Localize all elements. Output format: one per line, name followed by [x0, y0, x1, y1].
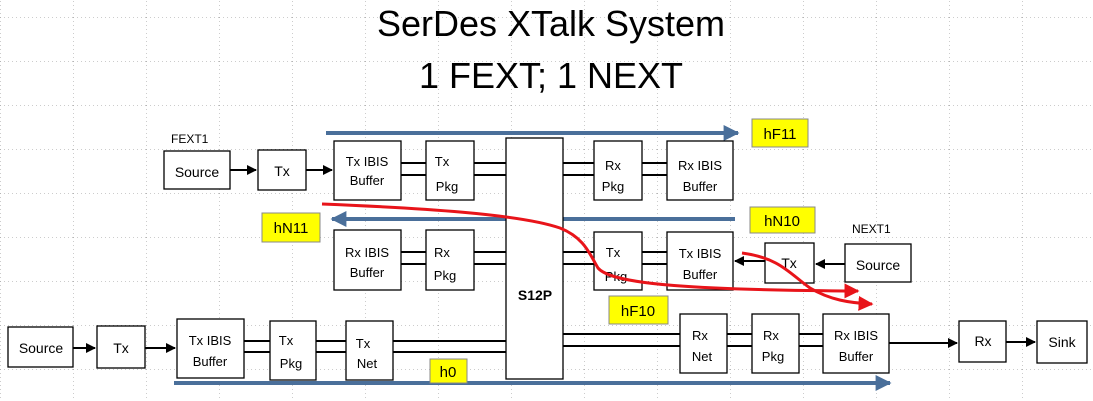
main-rx-ibis-block: Rx IBIS Buffer — [822, 313, 890, 374]
next-tx-pkg-line1: Tx — [606, 245, 621, 260]
next-tx-ibis-block: Tx IBIS Buffer — [666, 231, 734, 291]
main-tx-pkg-line2: Pkg — [280, 356, 302, 371]
main-sink-block: Sink — [1036, 320, 1088, 364]
fext-tx-ibis-line2: Buffer — [350, 173, 385, 188]
tag-hn11: hN11 — [261, 212, 321, 243]
tag-h0-label: h0 — [440, 364, 457, 381]
main-rx-pkg-line1: Rx — [763, 328, 779, 343]
fext-wires — [401, 162, 667, 176]
fext-xtalk-curve — [321, 202, 860, 299]
title-line-1: SerDes XTalk System — [377, 3, 725, 44]
next-tx-ibis-line2: Buffer — [683, 267, 718, 282]
fext-tx-ibis-block: Tx IBIS Buffer — [333, 140, 402, 201]
fext-tx-block: Tx — [257, 149, 307, 191]
next-source-label: Source — [856, 257, 901, 273]
next1-label: NEXT1 — [852, 222, 891, 236]
fext-source-label: Source — [175, 164, 220, 180]
fext1-label: FEXT1 — [171, 132, 209, 146]
main-rx-ibis-line1: Rx IBIS — [834, 328, 878, 343]
main-rx-pkg-block: Rx Pkg — [751, 313, 800, 374]
tag-hf10: hF10 — [608, 295, 669, 325]
mid-rx-pkg-line2: Pkg — [434, 268, 456, 283]
tag-hn11-label: hN11 — [274, 220, 309, 237]
main-tx-net-line1: Tx — [356, 336, 371, 351]
main-rx-ibis-line2: Buffer — [839, 349, 874, 364]
s12p-label: S12P — [518, 287, 552, 303]
main-tx-block: Tx — [96, 325, 146, 369]
main-tx-pkg-block: Tx Pkg — [269, 320, 317, 381]
main-tx-ibis-block: Tx IBIS Buffer — [176, 318, 245, 379]
main-tx-label: Tx — [113, 340, 129, 356]
next-xtalk-curve — [741, 251, 874, 311]
tag-h0: h0 — [429, 358, 468, 384]
fext-tx-ibis-line1: Tx IBIS — [346, 154, 389, 169]
fext-rx-pkg-block: Rx Pkg — [593, 140, 643, 201]
fext-rx-ibis-block: Rx IBIS Buffer — [666, 140, 734, 201]
main-rx-net-line1: Rx — [692, 328, 708, 343]
main-wires — [244, 333, 823, 353]
fext-tx-pkg-line1: Tx — [435, 154, 450, 169]
fext-tx-label: Tx — [274, 163, 290, 179]
fext-tx-pkg-block: Tx Pkg — [425, 140, 475, 201]
tag-hn10: hN10 — [749, 206, 816, 234]
main-sink-label: Sink — [1048, 334, 1076, 350]
next-tx-ibis-line1: Tx IBIS — [679, 246, 722, 261]
tag-hf11-label: hF11 — [763, 126, 796, 143]
mid-rx-ibis-block: Rx IBIS Buffer — [333, 229, 402, 291]
s12p-block — [505, 137, 564, 380]
main-source-label: Source — [19, 340, 64, 356]
fext-rx-pkg-line2: Pkg — [602, 179, 624, 194]
main-rx-block: Rx — [958, 320, 1007, 363]
main-tx-pkg-line1: Tx — [279, 333, 294, 348]
main-rx-net-block: Rx Net — [679, 313, 728, 374]
tag-hf11: hF11 — [751, 118, 809, 148]
fext-tx-pkg-line2: Pkg — [436, 179, 458, 194]
fext-rx-ibis-line1: Rx IBIS — [678, 158, 722, 173]
mid-rx-ibis-line2: Buffer — [350, 265, 385, 280]
main-tx-ibis-line1: Tx IBIS — [189, 333, 232, 348]
next-tx-block: Tx — [764, 242, 815, 284]
tag-hn10-label: hN10 — [764, 213, 800, 230]
main-rx-net-line2: Net — [692, 349, 713, 364]
next-source-block: Source — [844, 243, 912, 283]
main-rx-pkg-line2: Pkg — [762, 349, 784, 364]
main-tx-ibis-line2: Buffer — [193, 354, 228, 369]
mid-rx-pkg-block: Rx Pkg — [425, 229, 475, 291]
main-tx-net-block: Tx Net — [345, 320, 394, 381]
main-rx-label: Rx — [974, 333, 991, 349]
mid-rx-pkg-line1: Rx — [434, 245, 450, 260]
fext-rx-ibis-line2: Buffer — [683, 179, 718, 194]
next-tx-label: Tx — [781, 255, 797, 271]
tag-hf10-label: hF10 — [621, 303, 655, 320]
main-tx-net-line2: Net — [357, 356, 378, 371]
title-line-2: 1 FEXT; 1 NEXT — [419, 55, 683, 96]
fext-source-block: Source — [163, 150, 231, 190]
fext-rx-pkg-line1: Rx — [605, 158, 621, 173]
mid-rx-ibis-line1: Rx IBIS — [345, 245, 389, 260]
main-source-block: Source — [7, 326, 74, 368]
